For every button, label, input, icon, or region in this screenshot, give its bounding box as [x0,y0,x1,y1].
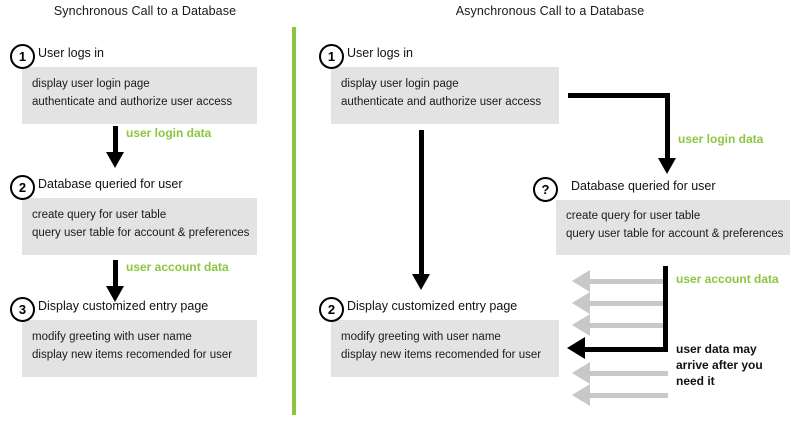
async-step-1-detail-0: display user login page [341,78,459,90]
sync-step-3-heading: Display customized entry page [38,299,209,313]
async-step-2-heading: Display customized entry page [347,299,518,313]
async-step-1-detail-1: authenticate and authorize user access [341,96,542,108]
sync-arrow-1-shaft [113,126,118,153]
async-return-arrow-head [567,337,585,359]
async-return-ghost-shaft-2 [590,301,668,306]
sync-arrow-2-shaft [113,260,118,287]
async-db-step-detail-0: create query for user table [566,210,701,222]
sync-step-1-detail-box [22,67,257,124]
async-return-ghost-head-3 [572,314,590,336]
async-column-title: Asynchronous Call to a Database [455,4,645,18]
sync-arrow-2-head [106,286,124,302]
async-return-ghost-shaft-4 [590,371,668,376]
async-step-2-detail-0: modify greeting with user name [341,331,501,343]
async-return-ghost-shaft-3 [590,323,668,328]
sync-step-2-detail-1: query user table for account & preferenc… [32,227,250,239]
sync-step-2-detail-box [22,198,257,255]
sync-step-1-badge: 1 [10,44,35,69]
async-return-arrow-shaft [585,347,668,352]
async-arrow-2-label: user account data [676,272,779,286]
async-step-2-detail-1: display new items recomended for user [341,349,542,361]
async-note-line-0: user data may [676,342,757,356]
async-db-step-detail-1: query user table for account & preferenc… [566,228,784,240]
async-note-line-1: arrive after you [676,358,763,372]
sync-step-1-detail-1: authenticate and authorize user access [32,96,233,108]
sync-step-2-badge: 2 [10,175,35,200]
sync-step-3-detail-1: display new items recomended for user [32,349,233,361]
sync-step-1-heading: User logs in [38,46,104,60]
async-return-ghost-head-1 [572,270,590,292]
async-step-2-badge: 2 [319,297,344,322]
sync-step-2-heading: Database queried for user [38,177,183,191]
async-step-1-badge: 1 [319,44,344,69]
async-db-step-badge: ? [533,177,558,202]
sync-step-3-detail-0: modify greeting with user name [32,331,192,343]
async-main-arrow-shaft [419,130,424,275]
sync-step-3-badge: 3 [10,297,35,322]
async-step-1-heading: User logs in [347,46,413,60]
async-db-branch-vertical [665,93,670,159]
async-return-ghost-head-5 [572,384,590,406]
async-db-branch-head [658,158,676,174]
async-return-ghost-shaft-5 [590,393,668,398]
async-db-step-detail-box [556,200,790,255]
async-return-vertical [663,266,668,351]
async-note-line-2: need it [676,374,715,388]
async-step-1-detail-box [331,67,559,124]
sync-step-3-detail-box [22,320,257,377]
async-step-2-detail-box [331,320,559,377]
sync-arrow-1-label: user login data [126,126,212,140]
sync-arrow-1-head [106,152,124,168]
sync-arrow-2-label: user account data [126,260,229,274]
async-return-ghost-head-2 [572,292,590,314]
async-return-ghost-shaft-1 [590,279,668,284]
sync-step-2-detail-0: create query for user table [32,209,167,221]
async-arrow-1-label: user login data [678,132,764,146]
async-db-branch-horizontal [568,93,670,98]
column-divider [292,27,296,415]
async-db-step-heading: Database queried for user [571,179,716,193]
sync-column-title: Synchronous Call to a Database [53,4,237,18]
async-return-ghost-head-4 [572,362,590,384]
sync-step-1-detail-0: display user login page [32,78,150,90]
async-main-arrow-head [412,274,430,290]
